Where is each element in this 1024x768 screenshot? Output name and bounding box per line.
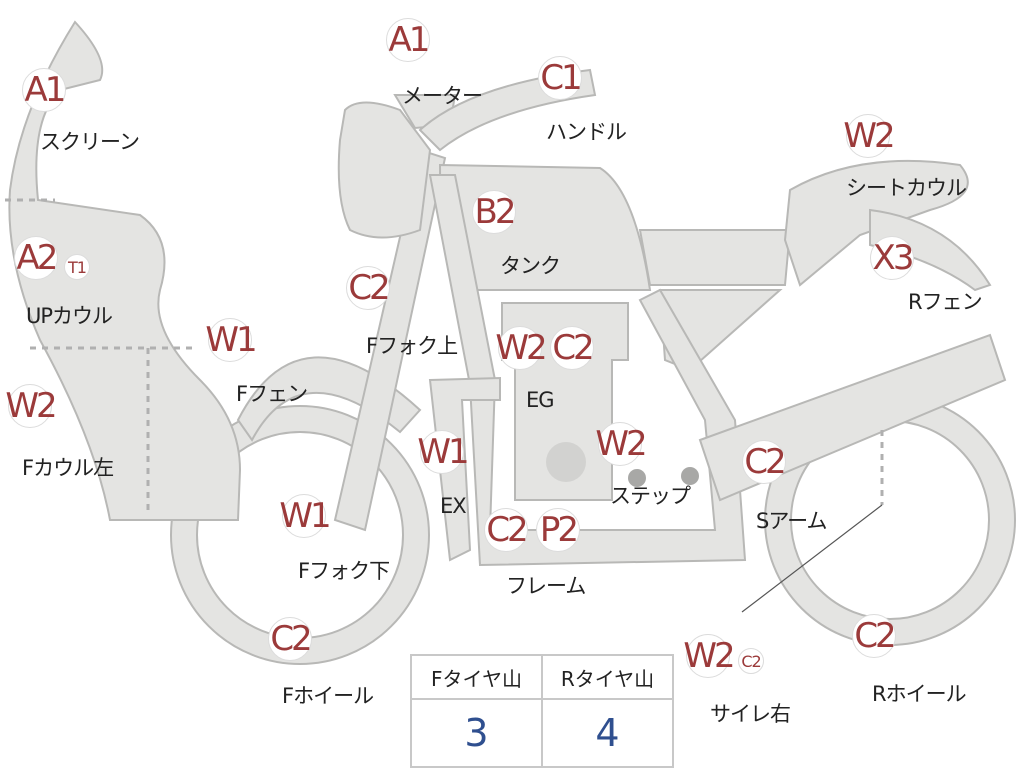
- grade-badge: C2: [550, 326, 595, 370]
- grade-badge-small: C2: [738, 648, 764, 674]
- part-label: Fフォク下: [298, 559, 390, 583]
- grade-badge: A1: [22, 68, 66, 112]
- grade-badge: C1: [538, 56, 583, 100]
- grade-badge: W2: [495, 326, 548, 370]
- grade-badge: X3: [870, 236, 914, 280]
- part-label: メーター: [402, 84, 483, 108]
- front-fork-shape: [333, 148, 447, 532]
- grade-badge: W1: [279, 494, 332, 538]
- grade-badge: C2: [742, 440, 787, 484]
- grade-badge: W1: [205, 318, 258, 362]
- step-peg-1: [628, 469, 646, 487]
- part-label: シートカウル: [846, 176, 967, 200]
- front-cowl-shape: [8, 20, 242, 521]
- part-label: Fフォク上: [366, 334, 458, 358]
- table-header-rear-tire: Rタイヤ山: [541, 654, 674, 700]
- part-label: スクリーン: [40, 130, 140, 154]
- grade-badge: A2: [14, 236, 58, 280]
- step-peg-2: [681, 467, 699, 485]
- grade-badge: W2: [843, 114, 896, 158]
- grade-badge: W2: [683, 634, 736, 678]
- part-label: EX: [440, 494, 467, 518]
- grade-badge: C2: [268, 617, 313, 661]
- grade-badge: B2: [472, 190, 516, 234]
- grade-badge-small: T1: [64, 254, 90, 280]
- tire-tread-table: Fタイヤ山 Rタイヤ山 3 4: [410, 654, 674, 768]
- exhaust-shape: [428, 376, 501, 562]
- part-label: Rホイール: [872, 682, 967, 706]
- part-label: UPカウル: [26, 304, 113, 328]
- part-label: Fホイール: [282, 684, 374, 708]
- table-header-front-tire: Fタイヤ山: [410, 654, 543, 700]
- part-label: タンク: [500, 254, 561, 278]
- table-value-row: 3 4: [410, 698, 674, 768]
- part-label: Rフェン: [908, 290, 983, 314]
- part-label: ハンドル: [546, 120, 627, 144]
- rear-tire-value: 4: [541, 698, 674, 768]
- grade-badge: C2: [852, 614, 897, 658]
- engine-cover: [546, 442, 586, 482]
- part-label: EG: [526, 388, 555, 412]
- seat-shape: [638, 229, 792, 286]
- grade-badge: C2: [346, 266, 391, 310]
- grade-badge: P2: [536, 508, 580, 552]
- part-label: フレーム: [506, 574, 586, 598]
- grade-badge: W2: [595, 422, 648, 466]
- front-tire-value: 3: [410, 698, 543, 768]
- grade-badge: W2: [5, 384, 58, 428]
- grade-badge: C2: [484, 508, 529, 552]
- part-label: サイレ右: [710, 702, 791, 726]
- table-header-row: Fタイヤ山 Rタイヤ山: [410, 654, 674, 700]
- part-label: Sアーム: [756, 509, 827, 533]
- silencer-leader-line: [741, 504, 883, 613]
- grade-badge: A1: [386, 18, 430, 62]
- part-label: Fフェン: [236, 382, 308, 406]
- part-label: ステップ: [610, 484, 691, 508]
- grade-badge: W1: [417, 430, 470, 474]
- headlight-shape: [337, 101, 432, 239]
- part-label: Fカウル左: [22, 456, 114, 480]
